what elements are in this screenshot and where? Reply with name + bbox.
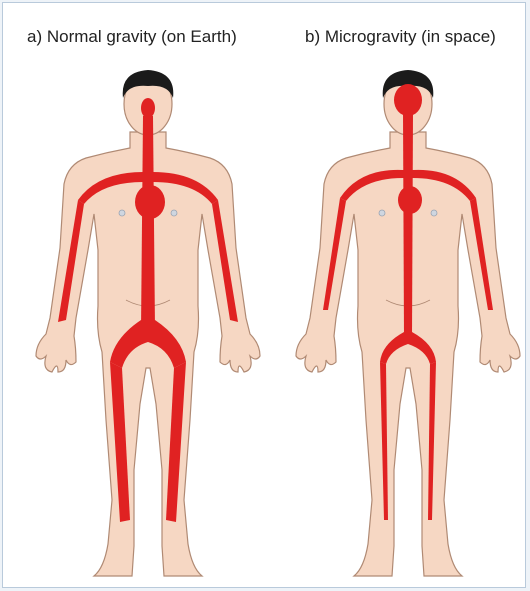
blood-distribution-microgravity — [323, 84, 493, 520]
panel-b-figure — [296, 70, 520, 576]
panel-a-figure — [36, 70, 260, 576]
